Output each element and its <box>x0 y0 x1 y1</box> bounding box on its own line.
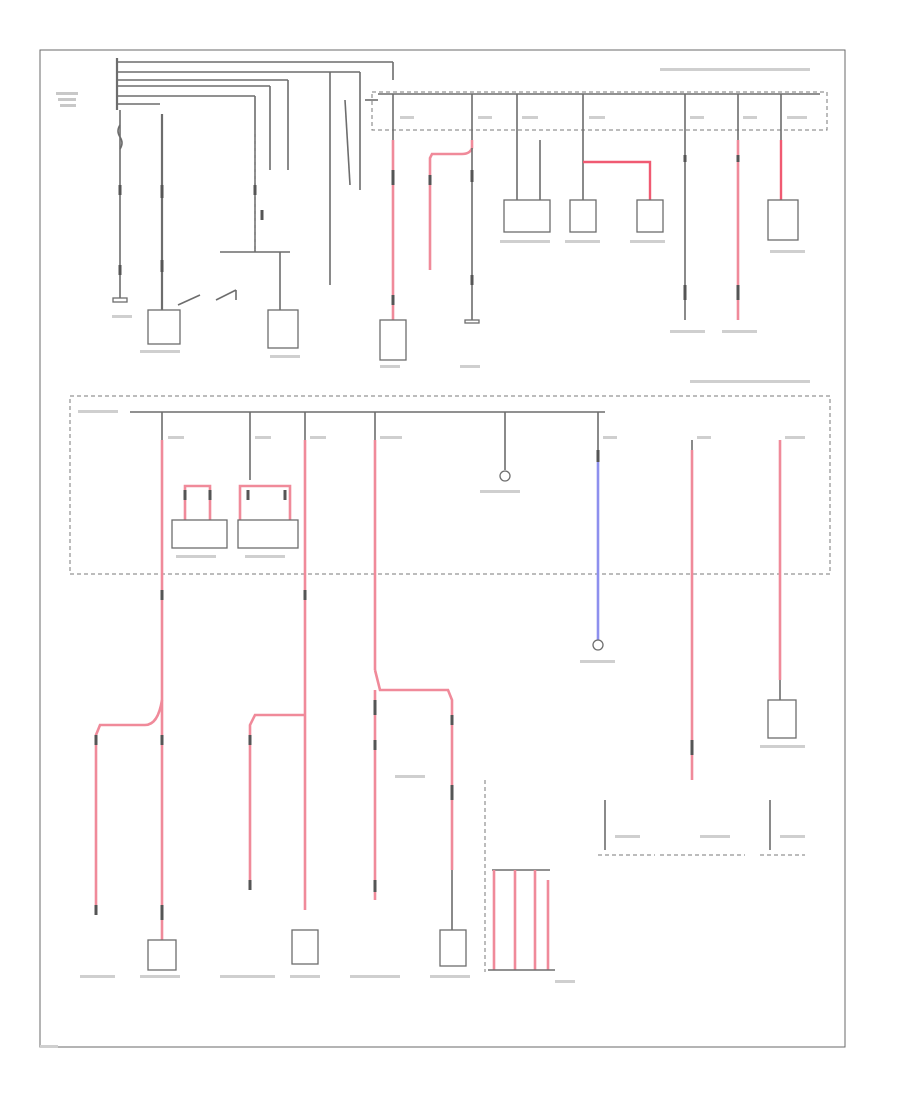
top-power-distribution <box>56 58 828 361</box>
relay-b <box>569 199 597 233</box>
fuse-block-lower-outline <box>69 395 831 575</box>
blower-motor <box>767 199 799 241</box>
relay-pair-1 <box>171 519 228 549</box>
relay-c <box>636 199 664 233</box>
relay-pair-2 <box>237 519 299 549</box>
ground-terminal-2 <box>464 319 480 324</box>
ground-terminal-1 <box>112 297 128 303</box>
fuse-block-outline <box>371 91 828 131</box>
battery-label <box>56 92 78 107</box>
diagram-frame <box>39 49 846 1048</box>
alternator <box>147 309 181 345</box>
module-2 <box>291 929 319 965</box>
ground-symbol-2 <box>592 639 604 651</box>
horn <box>379 319 407 361</box>
battery-current-sensor <box>267 309 299 349</box>
module-4 <box>767 699 797 739</box>
label-marks <box>40 68 810 1048</box>
bottom-loads <box>94 450 805 972</box>
ground-symbol <box>499 470 511 482</box>
connector-cluster <box>484 780 555 972</box>
module-1 <box>147 939 177 971</box>
middle-fuse-block <box>69 395 831 780</box>
relay-a <box>503 199 551 233</box>
module-3 <box>439 929 467 967</box>
